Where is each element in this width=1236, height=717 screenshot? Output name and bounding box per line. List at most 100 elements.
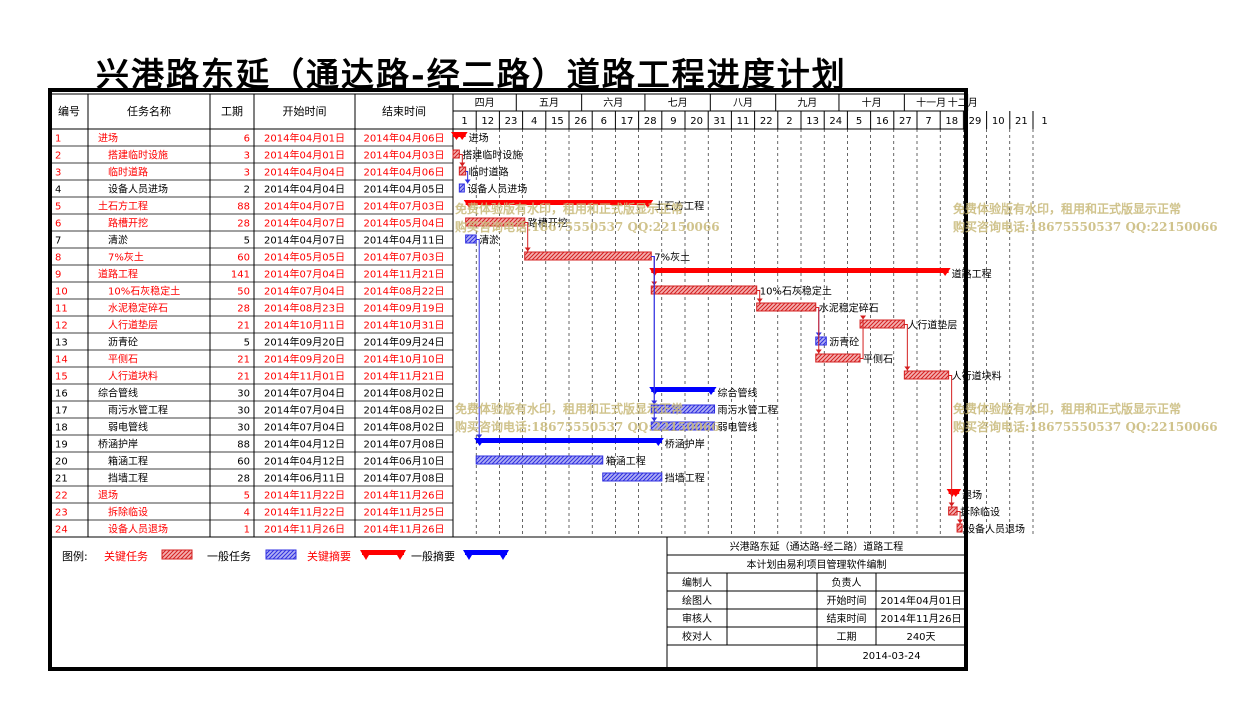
info-value: 240天 bbox=[906, 632, 935, 643]
task-id: 4 bbox=[55, 185, 61, 196]
task-duration: 21 bbox=[237, 355, 250, 366]
task-duration: 1 bbox=[244, 525, 250, 536]
tick-label: 27 bbox=[899, 116, 912, 127]
bar-label: 水泥稳定碎石 bbox=[819, 302, 879, 315]
bar-label: 拆除临设 bbox=[960, 506, 1000, 519]
task-start: 2014年05月05日 bbox=[264, 251, 345, 264]
legend-critical-summary-swatch bbox=[362, 550, 404, 555]
task-duration: 5 bbox=[244, 491, 250, 502]
task-start: 2014年04月07日 bbox=[264, 217, 345, 230]
task-duration: 88 bbox=[237, 440, 250, 451]
tick-label: 17 bbox=[621, 116, 634, 127]
task-id: 2 bbox=[55, 151, 61, 162]
dependency-link bbox=[651, 256, 655, 422]
task-bar bbox=[458, 166, 467, 176]
dependency-link bbox=[815, 307, 820, 354]
tick-label: 2 bbox=[786, 116, 792, 127]
task-duration: 28 bbox=[237, 219, 250, 230]
info-label: 编制人 bbox=[682, 576, 712, 589]
header-id: 编号 bbox=[58, 104, 80, 118]
task-name: 人行道垫层 bbox=[108, 319, 158, 332]
task-end: 2014年10月31日 bbox=[364, 319, 445, 332]
summary-bar-end-cap bbox=[705, 387, 717, 395]
task-end: 2014年08月02日 bbox=[364, 404, 445, 417]
task-id: 20 bbox=[55, 457, 68, 468]
task-id: 10 bbox=[55, 287, 68, 298]
info-label: 绘图人 bbox=[682, 594, 712, 607]
task-start: 2014年08月23日 bbox=[264, 302, 345, 315]
task-end: 2014年08月02日 bbox=[364, 387, 445, 400]
task-name: 雨污水管工程 bbox=[108, 404, 168, 417]
task-start: 2014年04月12日 bbox=[264, 438, 345, 451]
task-start: 2014年04月12日 bbox=[264, 455, 345, 468]
info-label: 审核人 bbox=[682, 612, 712, 625]
task-end: 2014年04月03日 bbox=[364, 149, 445, 162]
task-bar bbox=[650, 421, 716, 431]
task-bar bbox=[452, 149, 460, 159]
task-bar bbox=[903, 370, 950, 380]
tick-label: 15 bbox=[551, 116, 564, 127]
task-bar bbox=[815, 336, 827, 346]
task-duration: 5 bbox=[244, 236, 250, 247]
bar-label: 10%石灰稳定土 bbox=[760, 285, 832, 298]
bar-label: 道路工程 bbox=[952, 268, 992, 281]
dependency-arrow bbox=[815, 349, 822, 354]
dependency-arrow bbox=[459, 162, 466, 167]
bar-label: 平侧石 bbox=[863, 353, 893, 366]
summary-bar bbox=[651, 387, 715, 392]
watermark-text: 购买咨询电话:18675550537 QQ:22150066 bbox=[455, 419, 720, 434]
task-duration: 28 bbox=[237, 304, 250, 315]
watermark-text: 免费体验版有水印，租用和正式版显示正常 bbox=[455, 201, 683, 216]
tick-label: 21 bbox=[1015, 116, 1028, 127]
task-id: 23 bbox=[55, 508, 68, 519]
task-name: 进场 bbox=[98, 132, 118, 145]
tick-label: 18 bbox=[945, 116, 958, 127]
task-id: 9 bbox=[55, 270, 61, 281]
task-duration: 21 bbox=[237, 372, 250, 383]
task-duration: 50 bbox=[237, 287, 250, 298]
bar-label: 土石方工程 bbox=[654, 200, 704, 213]
bar-label: 退场 bbox=[962, 489, 982, 502]
dependency-link bbox=[476, 239, 480, 439]
dependency-arrow bbox=[464, 179, 471, 184]
bar-label: 路槽开挖 bbox=[528, 217, 568, 230]
summary-bar-end-cap bbox=[950, 489, 962, 497]
task-duration: 21 bbox=[237, 321, 250, 332]
task-end: 2014年04月05日 bbox=[364, 183, 445, 196]
info-label: 开始时间 bbox=[827, 594, 867, 607]
task-end: 2014年04月06日 bbox=[364, 166, 445, 179]
task-id: 3 bbox=[55, 168, 61, 179]
watermark-text: 购买咨询电话:18675550537 QQ:22150066 bbox=[953, 419, 1218, 434]
tick-label: 31 bbox=[713, 116, 726, 127]
dependency-link bbox=[948, 375, 953, 507]
month-label: 八月 bbox=[733, 97, 753, 109]
dependency-arrow bbox=[948, 502, 955, 507]
task-duration: 30 bbox=[237, 406, 250, 417]
tick-label: 12 bbox=[481, 116, 494, 127]
month-label: 五月 bbox=[539, 97, 559, 109]
task-duration: 3 bbox=[244, 168, 250, 179]
legend-normal-task-swatch bbox=[265, 549, 297, 560]
month-label: 九月 bbox=[797, 97, 817, 109]
month-label: 十月 bbox=[862, 96, 882, 109]
task-start: 2014年09月20日 bbox=[264, 353, 345, 366]
task-name: 综合管线 bbox=[98, 387, 138, 400]
task-end: 2014年07月08日 bbox=[364, 438, 445, 451]
task-bar bbox=[524, 251, 652, 261]
legend-normal-task-label: 一般任务 bbox=[207, 550, 251, 563]
task-id: 12 bbox=[55, 321, 68, 332]
task-name: 退场 bbox=[98, 489, 118, 502]
task-name: 道路工程 bbox=[98, 268, 138, 281]
task-bar bbox=[948, 506, 958, 516]
task-duration: 60 bbox=[237, 253, 250, 264]
task-duration: 4 bbox=[244, 508, 250, 519]
task-id: 17 bbox=[55, 406, 68, 417]
task-start: 2014年06月11日 bbox=[264, 472, 345, 485]
task-name: 平侧石 bbox=[108, 353, 138, 366]
task-start: 2014年07月04日 bbox=[264, 268, 345, 281]
tick-label: 28 bbox=[644, 116, 657, 127]
task-bar bbox=[815, 353, 861, 363]
legend-critical-task-swatch bbox=[161, 549, 193, 560]
task-name: 清淤 bbox=[108, 234, 128, 247]
task-id: 8 bbox=[55, 253, 61, 264]
